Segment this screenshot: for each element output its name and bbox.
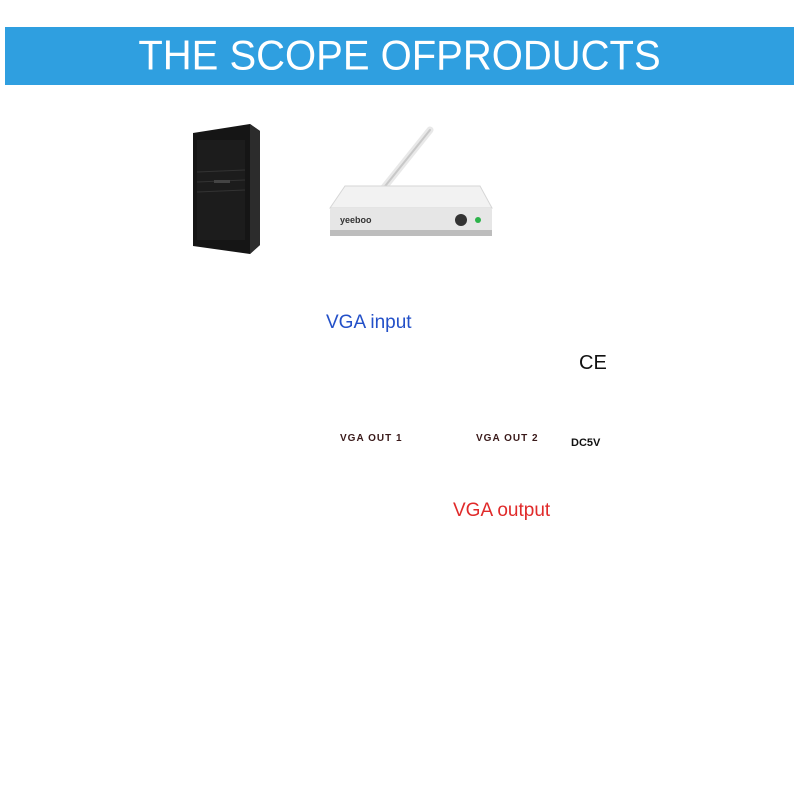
router-brand: yeeboo xyxy=(340,215,372,225)
tv-tile-4: 12 xyxy=(499,690,512,702)
vga-in-label: VGA IN xyxy=(206,432,250,444)
title-banner: THE SCOPE OFPRODUCTS xyxy=(5,27,794,85)
banner-title: THE SCOPE OFPRODUCTS xyxy=(138,32,661,79)
router-icon xyxy=(329,126,493,236)
vga-out1-label: VGA OUT 1 xyxy=(340,433,403,444)
vga-output-label: VGA output xyxy=(453,500,551,521)
vga-input-label: VGA input xyxy=(326,312,412,333)
dc5v-label: DC5V xyxy=(571,437,601,449)
tv-tile-1: 6 xyxy=(361,690,368,702)
tv-tile-3: 20 xyxy=(457,690,470,702)
pc-tower-icon xyxy=(193,124,260,254)
ce-mark: CE xyxy=(579,352,607,374)
tv-tile-2: 12 xyxy=(410,690,423,702)
vga-out2-label: VGA OUT 2 xyxy=(476,433,539,444)
